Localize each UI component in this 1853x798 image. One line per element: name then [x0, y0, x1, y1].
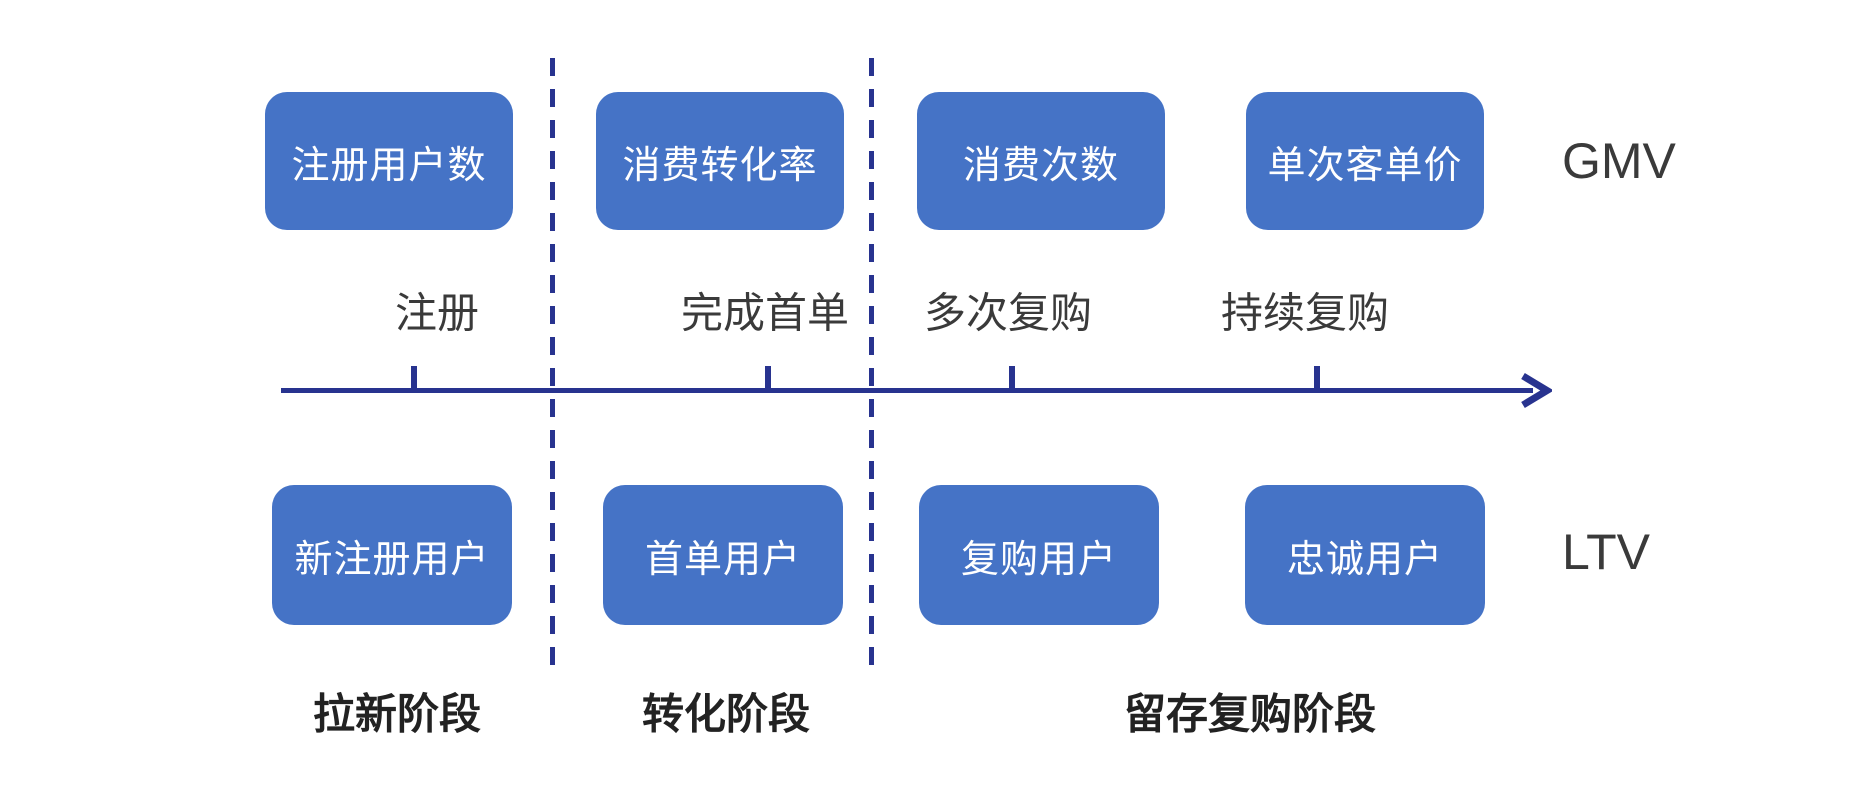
milestone-register: 注册: [394, 289, 480, 337]
ltv-side-label: LTV: [1562, 524, 1650, 580]
stage-retention-repurchase-label: 留存复购阶段: [1123, 690, 1377, 738]
axis-tick-continuous-repurchase: [1314, 366, 1320, 390]
milestone-continuous-repurchase: 持续复购: [1220, 289, 1390, 337]
milestone-first-order: 完成首单: [680, 289, 850, 337]
axis-tick-register: [411, 366, 417, 390]
metric-box-registered-user-count: 注册用户数: [265, 92, 513, 230]
axis-tick-repeat-purchase: [1009, 366, 1015, 390]
user-box-new-registered-users: 新注册用户: [272, 485, 512, 625]
user-box-loyal-users: 忠诚用户: [1245, 485, 1485, 625]
metric-box-purchase-frequency: 消费次数: [917, 92, 1165, 230]
user-box-repeat-purchase-users: 复购用户: [919, 485, 1159, 625]
milestone-repeat-purchase: 多次复购: [923, 289, 1093, 337]
stage-divider-line-2: [869, 58, 874, 672]
stage-acquisition-label: 拉新阶段: [312, 690, 482, 738]
arrow-right-icon: [1521, 373, 1552, 408]
stage-conversion-label: 转化阶段: [641, 690, 811, 738]
axis-tick-first-order: [765, 366, 771, 390]
metric-box-average-order-value: 单次客单价: [1246, 92, 1484, 230]
user-box-first-order-users: 首单用户: [603, 485, 843, 625]
stage-divider-line-1: [550, 58, 555, 672]
metric-box-purchase-conversion-rate: 消费转化率: [596, 92, 844, 230]
timeline-axis: [281, 388, 1533, 393]
gmv-side-label: GMV: [1562, 133, 1676, 189]
